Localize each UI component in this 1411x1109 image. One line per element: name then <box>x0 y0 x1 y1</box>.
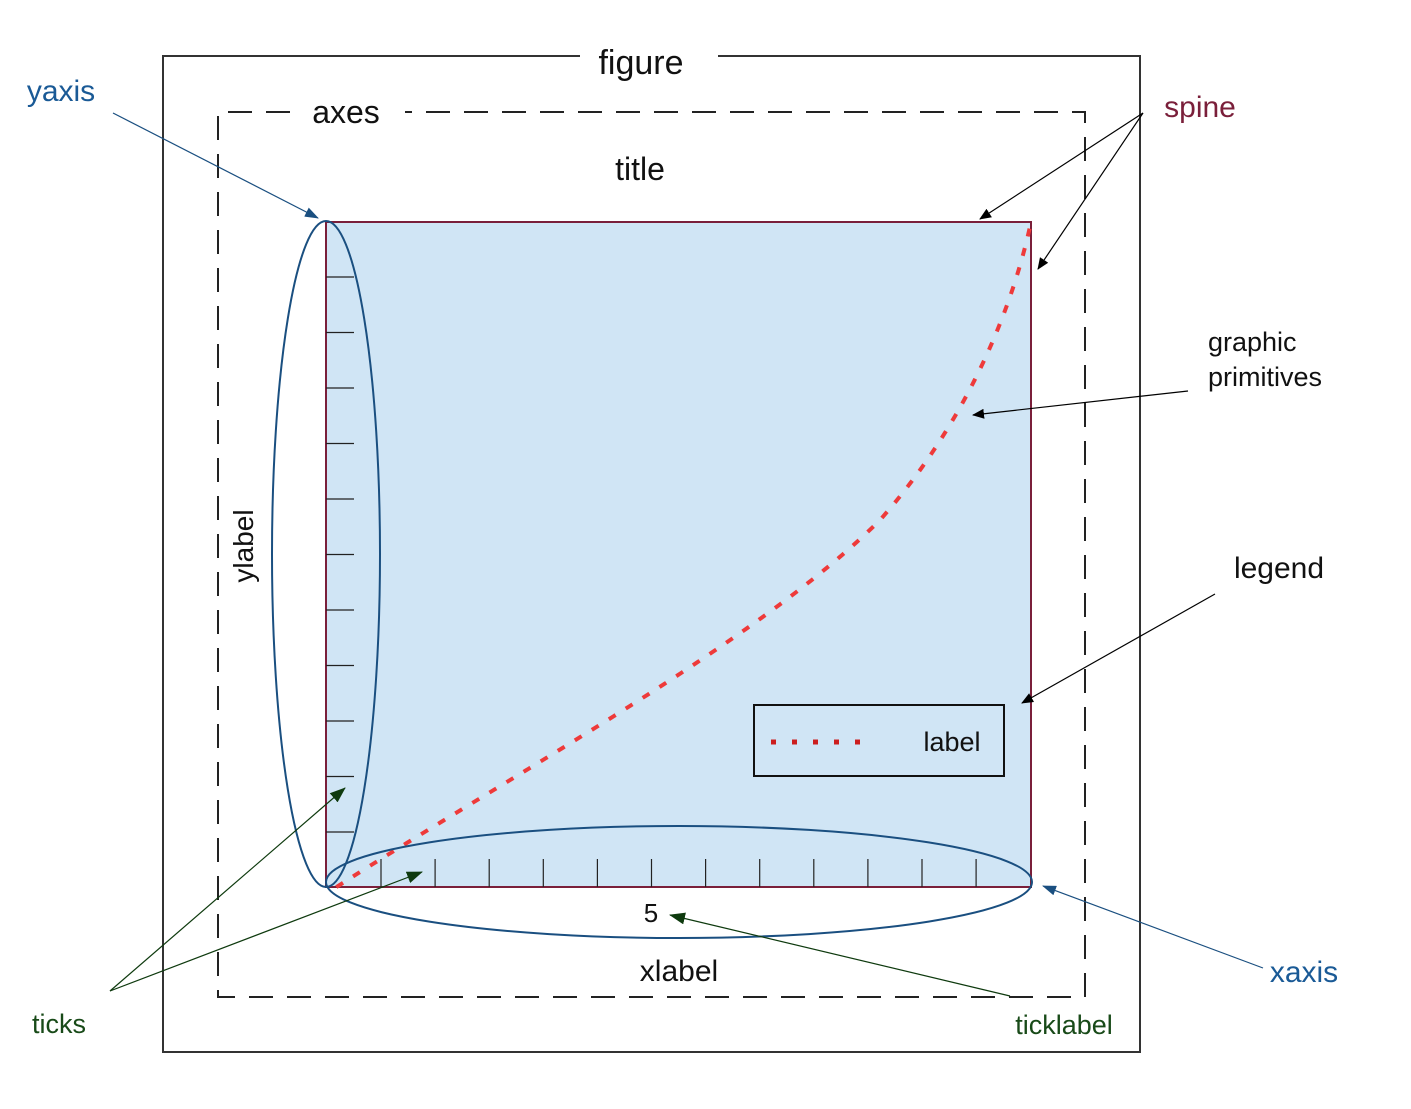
axes-label: axes <box>312 94 380 130</box>
data-curve <box>335 219 1034 889</box>
ylabel: ylabel <box>228 509 259 582</box>
x-ticks <box>380 859 977 887</box>
callout-spine: spine <box>1164 91 1236 124</box>
callout-legend: legend <box>1234 552 1324 585</box>
callout-yaxis: yaxis <box>27 75 95 108</box>
arrow-xaxis <box>1042 885 1264 969</box>
legend-entry-label: label <box>923 727 980 757</box>
arrow-spine-right <box>1037 112 1144 270</box>
yaxis-ellipse <box>271 220 381 888</box>
axes-boundary <box>217 111 1086 998</box>
callout-xaxis: xaxis <box>1270 956 1338 989</box>
callout-ticklabel: ticklabel <box>1015 1010 1113 1040</box>
callout-graphic-primitives-line2: primitives <box>1208 362 1322 392</box>
arrow-spine-top <box>979 112 1144 220</box>
xaxis-ellipse <box>325 825 1033 939</box>
arrow-ticklabel <box>669 912 1011 997</box>
callout-graphic-primitives-line1: graphic <box>1208 327 1297 357</box>
plot-area <box>325 221 1032 888</box>
callout-ticks: ticks <box>32 1009 86 1039</box>
axes-title: title <box>615 151 665 187</box>
arrow-graphic-primitives <box>972 390 1189 419</box>
y-ticks <box>326 276 354 833</box>
arrow-yaxis <box>112 112 319 219</box>
figure-label: figure <box>598 44 683 82</box>
arrow-ticks-y <box>109 787 346 992</box>
tick-label-5: 5 <box>644 898 658 928</box>
xlabel: xlabel <box>640 955 718 988</box>
arrow-ticks-x <box>109 871 423 992</box>
arrow-legend <box>1021 593 1216 704</box>
figure-frame <box>162 55 1141 1053</box>
